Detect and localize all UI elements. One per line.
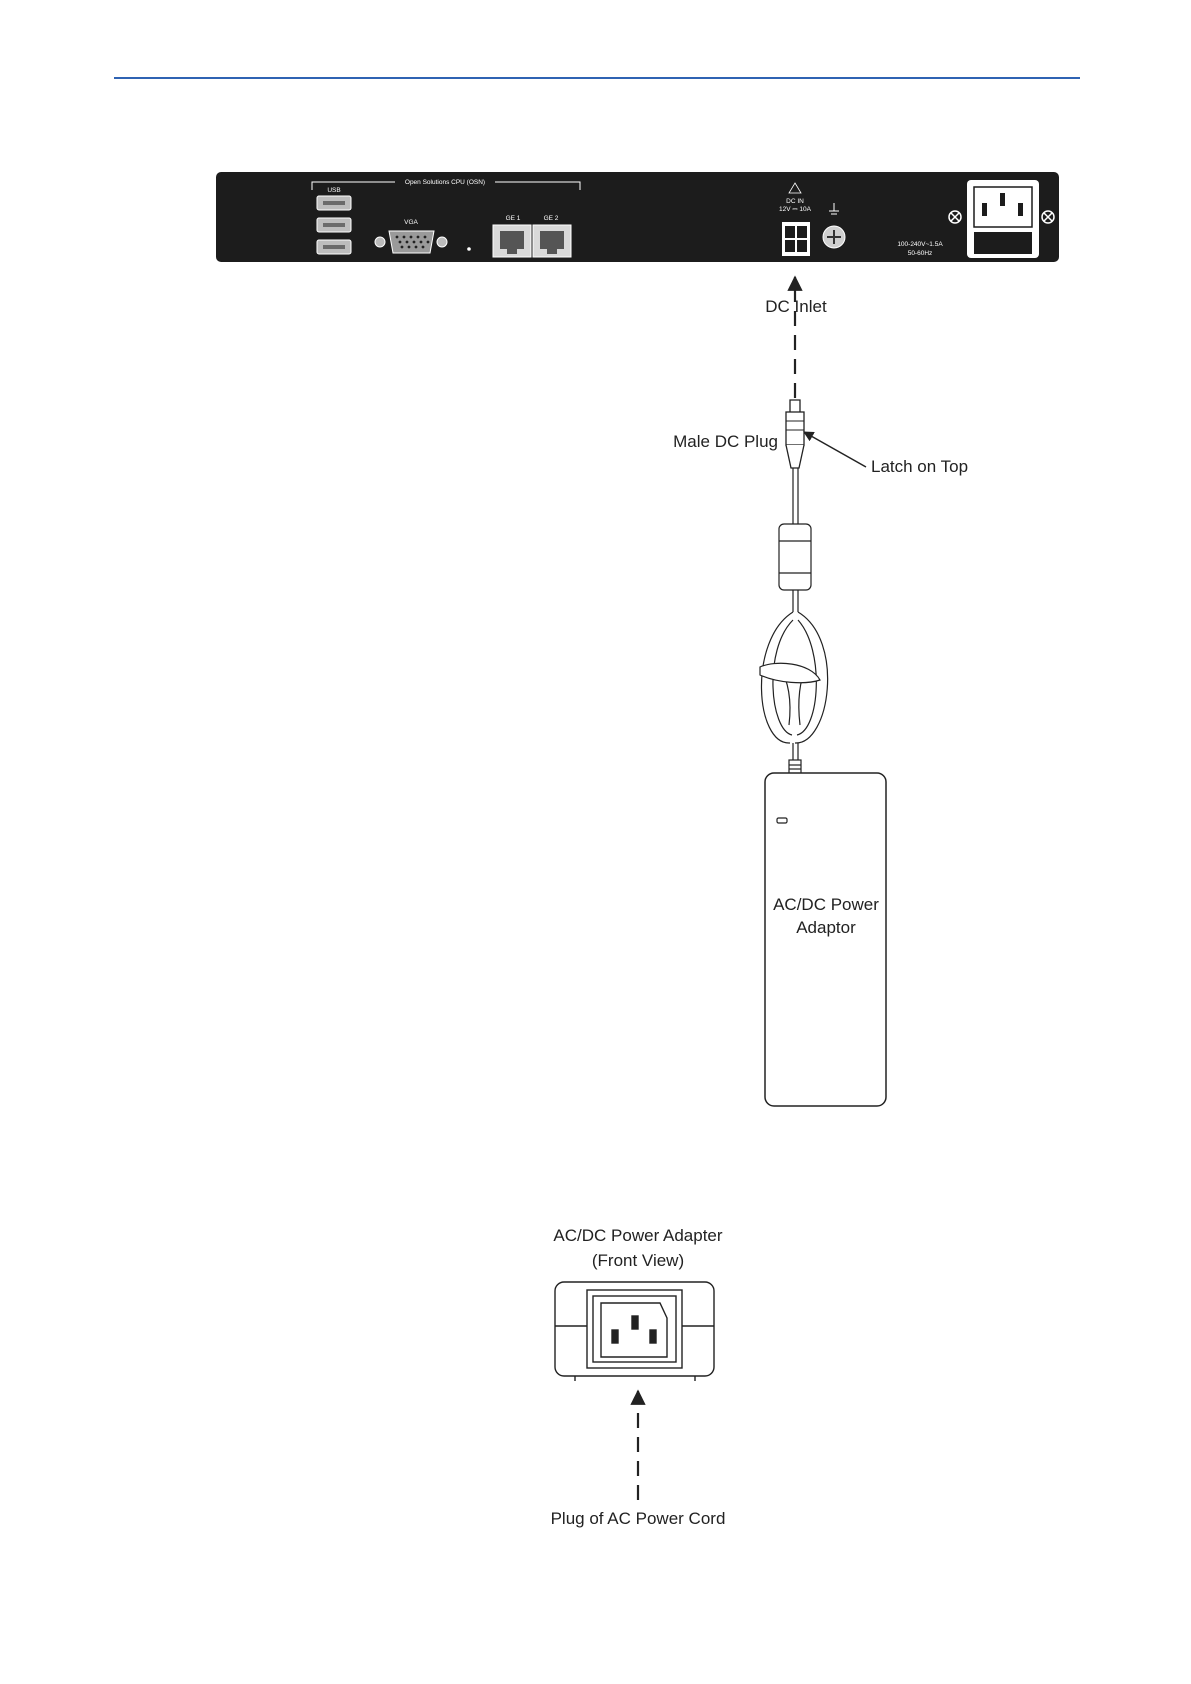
osn-label: Open Solutions CPU (OSN): [405, 179, 485, 186]
adapter-front-view: [555, 1282, 714, 1381]
adaptor-label-line2: Adaptor: [796, 918, 856, 937]
ge2-label: GE 2: [544, 215, 559, 222]
ac-rating-2: 50-60Hz: [908, 250, 933, 257]
dc-cable: [760, 468, 828, 774]
ac-rating-1: 100-240V~1.5A: [897, 241, 943, 248]
vga-label: VGA: [404, 219, 418, 226]
latch-pointer-arrow: [804, 432, 866, 467]
front-view-title-line1: AC/DC Power Adapter: [553, 1226, 722, 1245]
dc-inlet-label: DC Inlet: [765, 297, 827, 316]
usb-label: USB: [327, 187, 340, 194]
male-dc-plug-label: Male DC Plug: [673, 432, 778, 451]
reset-pinhole: [467, 247, 471, 251]
dc-in-label: DC IN: [786, 198, 804, 205]
male-dc-plug: [786, 400, 804, 468]
adaptor-label-line1: AC/DC Power: [773, 895, 879, 914]
ac-cord-plug-label: Plug of AC Power Cord: [551, 1509, 726, 1528]
power-adaptor: [765, 773, 886, 1106]
dc-rating: 12V ⎓ 10A: [779, 206, 812, 213]
latch-on-top-label: Latch on Top: [871, 457, 968, 476]
ge1-label: GE 1: [506, 215, 521, 222]
adaptor-led-indicator: [777, 818, 787, 823]
front-view-title-line2: (Front View): [592, 1251, 684, 1270]
device-rear-panel: Open Solutions CPU (OSN) USB VGA: [216, 172, 1059, 262]
usb-ports: USB: [317, 187, 351, 254]
